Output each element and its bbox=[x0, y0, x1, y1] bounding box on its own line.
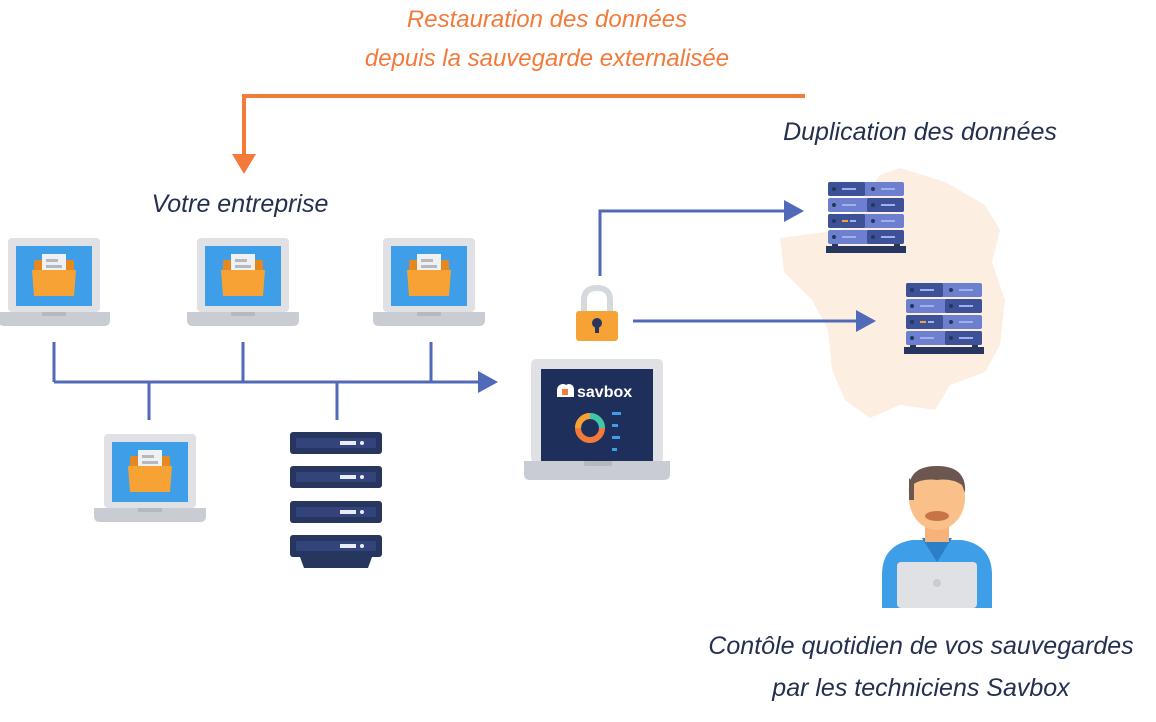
control-label-line1: Contôle quotidien de vos sauvegardes bbox=[708, 632, 1134, 660]
padlock-icon bbox=[576, 284, 618, 341]
savbox-logo-text: savbox bbox=[577, 384, 632, 401]
restore-arrowhead bbox=[232, 154, 256, 174]
restore-label-line1: Restauration des données bbox=[406, 6, 688, 33]
laptop-folder-icon bbox=[373, 238, 485, 326]
laptop-folder-icon bbox=[187, 238, 299, 326]
restore-arrow bbox=[242, 94, 805, 158]
duplication-arrowhead-bottom bbox=[856, 310, 876, 332]
laptop-folder-icon bbox=[94, 434, 206, 522]
savbox-laptop-icon bbox=[524, 359, 670, 480]
server-rack-icon bbox=[290, 432, 382, 568]
duplication-arrowhead-top bbox=[784, 200, 804, 222]
network-arrowhead bbox=[478, 371, 498, 393]
duplication-label: Duplication des données bbox=[783, 118, 1057, 146]
control-label-line2: par les techniciens Savbox bbox=[772, 674, 1070, 702]
enterprise-label: Votre entreprise bbox=[151, 190, 329, 218]
restore-label-line2: depuis la sauvegarde externalisée bbox=[364, 45, 730, 72]
datacenter-server-icon bbox=[826, 182, 906, 253]
network-lines bbox=[52, 209, 858, 420]
datacenter-server-icon bbox=[904, 283, 984, 354]
technician-icon bbox=[882, 466, 992, 608]
laptop-folder-icon bbox=[0, 238, 110, 326]
